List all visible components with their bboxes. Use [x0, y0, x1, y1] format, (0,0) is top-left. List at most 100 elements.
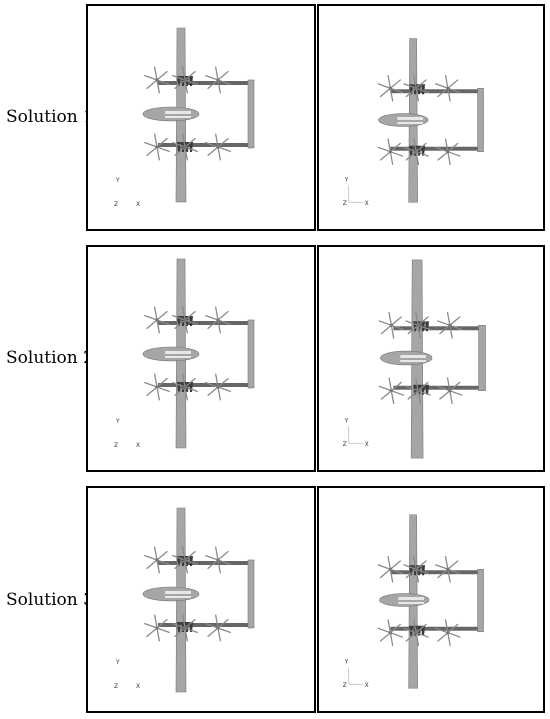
propeller-blade	[377, 564, 392, 570]
propeller-blade	[217, 627, 231, 634]
propeller-blade	[387, 74, 392, 89]
aircraft-top-view	[142, 27, 255, 203]
propeller-blade	[380, 390, 392, 400]
propeller-blade	[172, 314, 186, 321]
nacelle	[409, 145, 414, 156]
propeller-hub	[216, 318, 220, 322]
tail-surface	[477, 568, 484, 633]
lower-boom	[158, 383, 251, 387]
propeller-blade	[156, 627, 170, 634]
propeller-blade	[389, 79, 401, 89]
propeller-blade	[405, 320, 419, 326]
propeller-blade	[390, 324, 405, 331]
propeller-blade	[156, 386, 160, 401]
propeller-blade	[413, 619, 417, 634]
propeller-blade	[184, 550, 196, 561]
fuselage-highlight	[165, 116, 191, 118]
propeller-blade	[435, 627, 449, 634]
propeller-blade	[174, 627, 186, 638]
propeller-blade	[146, 319, 158, 330]
fuselage-highlight	[165, 356, 191, 358]
fuselage-highlight	[397, 121, 424, 124]
row-label-solution-1: Solution 1	[6, 107, 94, 127]
propeller-blade	[417, 381, 429, 392]
axis-label-z: Z	[343, 682, 347, 689]
propeller-blade	[389, 632, 394, 647]
propeller-hub	[448, 323, 452, 327]
propeller-blade	[184, 627, 198, 634]
propeller-blade	[182, 66, 186, 81]
tail-surface	[247, 79, 255, 149]
propeller-blade	[403, 564, 417, 570]
propeller-blade	[446, 311, 451, 326]
propeller-icon	[205, 546, 231, 574]
propeller-icon	[144, 306, 170, 334]
propeller-hub	[216, 385, 220, 389]
propeller-blade	[449, 390, 453, 405]
propeller-blade	[146, 627, 158, 638]
propeller-icon	[144, 66, 170, 94]
propeller-blade	[417, 324, 431, 331]
propeller-blade	[415, 87, 429, 94]
propeller-blade	[377, 83, 392, 89]
propeller-blade	[184, 319, 198, 326]
propeller-hub	[388, 631, 392, 635]
propeller-blade	[174, 146, 186, 157]
upper-boom	[158, 81, 251, 85]
propeller-blade	[146, 559, 158, 570]
nacelle	[177, 622, 181, 632]
propeller-hub	[216, 78, 220, 82]
propeller-hub	[388, 150, 392, 154]
fuselage-highlight	[398, 597, 425, 600]
propeller-blade	[156, 319, 170, 326]
nacelle	[189, 556, 193, 566]
propeller-blade	[444, 74, 449, 89]
propeller-blade	[144, 314, 158, 321]
propeller-blade	[390, 324, 395, 339]
propeller-blade	[217, 79, 221, 94]
axis-label-y: Y	[344, 658, 349, 665]
propeller-blade	[174, 386, 186, 397]
propeller-blade	[437, 568, 449, 579]
fuselage-highlight	[165, 596, 191, 598]
propeller-blade	[407, 390, 419, 400]
fuselage-highlight	[398, 601, 425, 604]
propeller-blade	[447, 151, 461, 157]
propeller-blade	[184, 70, 196, 81]
propeller-icon	[435, 619, 461, 647]
propeller-icon	[144, 373, 170, 401]
propeller-blade	[379, 151, 392, 161]
propeller-blade	[389, 87, 394, 102]
propeller-hub	[448, 389, 452, 393]
upper-boom	[390, 570, 481, 575]
axis-label-x: X	[365, 441, 369, 448]
propeller-blade	[184, 146, 198, 153]
propeller-blade	[389, 568, 394, 583]
propeller-blade	[413, 555, 417, 570]
propeller-hub	[155, 318, 159, 322]
propeller-blade	[413, 138, 417, 153]
propeller-blade	[217, 386, 231, 393]
propeller-blade	[217, 386, 221, 401]
propeller-icon	[403, 619, 429, 647]
propeller-hub	[388, 86, 392, 90]
propeller-blade	[390, 390, 405, 396]
propeller-blade	[174, 559, 186, 570]
propeller-blade	[449, 324, 453, 339]
propeller-hub	[216, 558, 220, 562]
propeller-blade	[415, 142, 427, 153]
propeller-blade	[405, 385, 419, 392]
propeller-hub	[389, 323, 393, 327]
propeller-blade	[415, 568, 420, 583]
propeller-blade	[377, 627, 392, 634]
propeller-blade	[156, 137, 168, 148]
axis-label-y: Y	[115, 418, 120, 425]
fuselage	[379, 593, 430, 607]
propeller-blade	[146, 79, 158, 90]
propeller-blade	[378, 320, 392, 326]
